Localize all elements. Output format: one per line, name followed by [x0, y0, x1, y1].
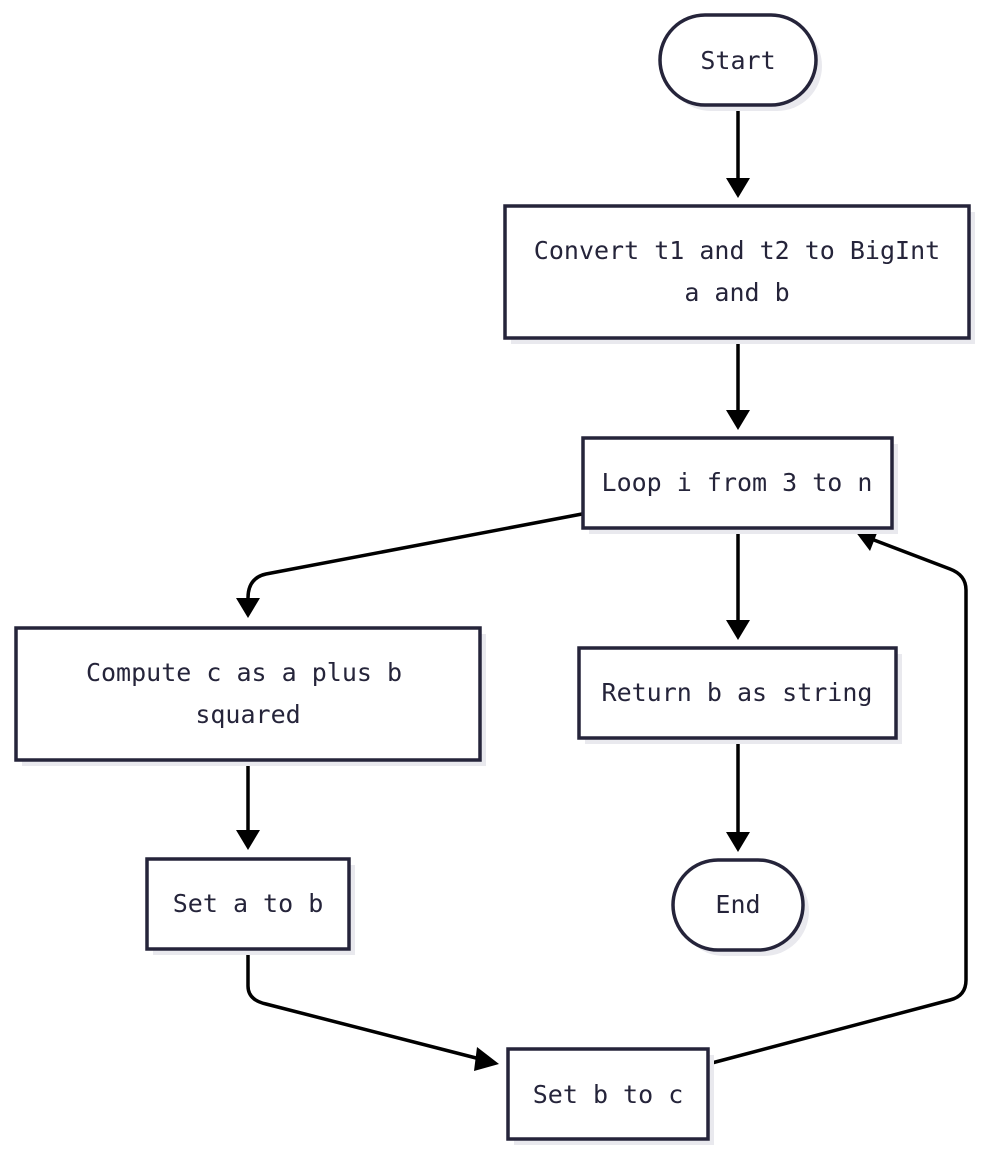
edge-return-to-end: [726, 738, 750, 852]
edge-loop-to-compute: [236, 512, 584, 618]
edge-set-b-to-loop: [706, 528, 968, 1066]
node-loop: Loop i from 3 to n: [581, 436, 898, 534]
node-set-b: Set b to c: [506, 1047, 714, 1145]
node-set-b-label: Set b to c: [533, 1080, 684, 1109]
node-set-a-label: Set a to b: [173, 889, 324, 918]
node-start-shape: [658, 13, 818, 107]
edge-set-a-to-set-b: [246, 948, 499, 1071]
node-loop-label: Loop i from 3 to n: [602, 468, 873, 497]
node-compute-label-line2: squared: [195, 700, 300, 729]
node-end-label: End: [715, 890, 760, 919]
edges: [236, 104, 968, 1071]
node-set-b-shape: [506, 1047, 710, 1141]
node-loop-shape: [581, 436, 894, 530]
node-convert-label-line2: a and b: [684, 278, 789, 307]
edge-start-to-convert: [726, 104, 750, 198]
node-start-label: Start: [700, 46, 775, 75]
node-start: Start: [658, 13, 822, 111]
node-return-shape: [577, 646, 898, 740]
node-set-a: Set a to b: [145, 857, 355, 955]
edge-compute-to-set-a: [236, 758, 260, 850]
node-compute-label-line1: Compute c as a plus b: [86, 658, 402, 687]
node-return: Return b as string: [577, 646, 902, 744]
node-convert-shape: [503, 204, 971, 340]
edge-convert-to-loop: [726, 336, 750, 430]
edge-loop-to-return: [726, 526, 750, 640]
node-compute-shape: [14, 626, 482, 762]
node-compute: Compute c as a plus b squared: [14, 626, 486, 766]
node-return-label: Return b as string: [602, 678, 873, 707]
node-end-shape: [671, 858, 805, 952]
node-convert: Convert t1 and t2 to BigInt a and b: [503, 204, 975, 344]
node-set-a-shape: [145, 857, 351, 951]
node-end: End: [671, 858, 809, 956]
node-convert-label-line1: Convert t1 and t2 to BigInt: [534, 236, 940, 265]
